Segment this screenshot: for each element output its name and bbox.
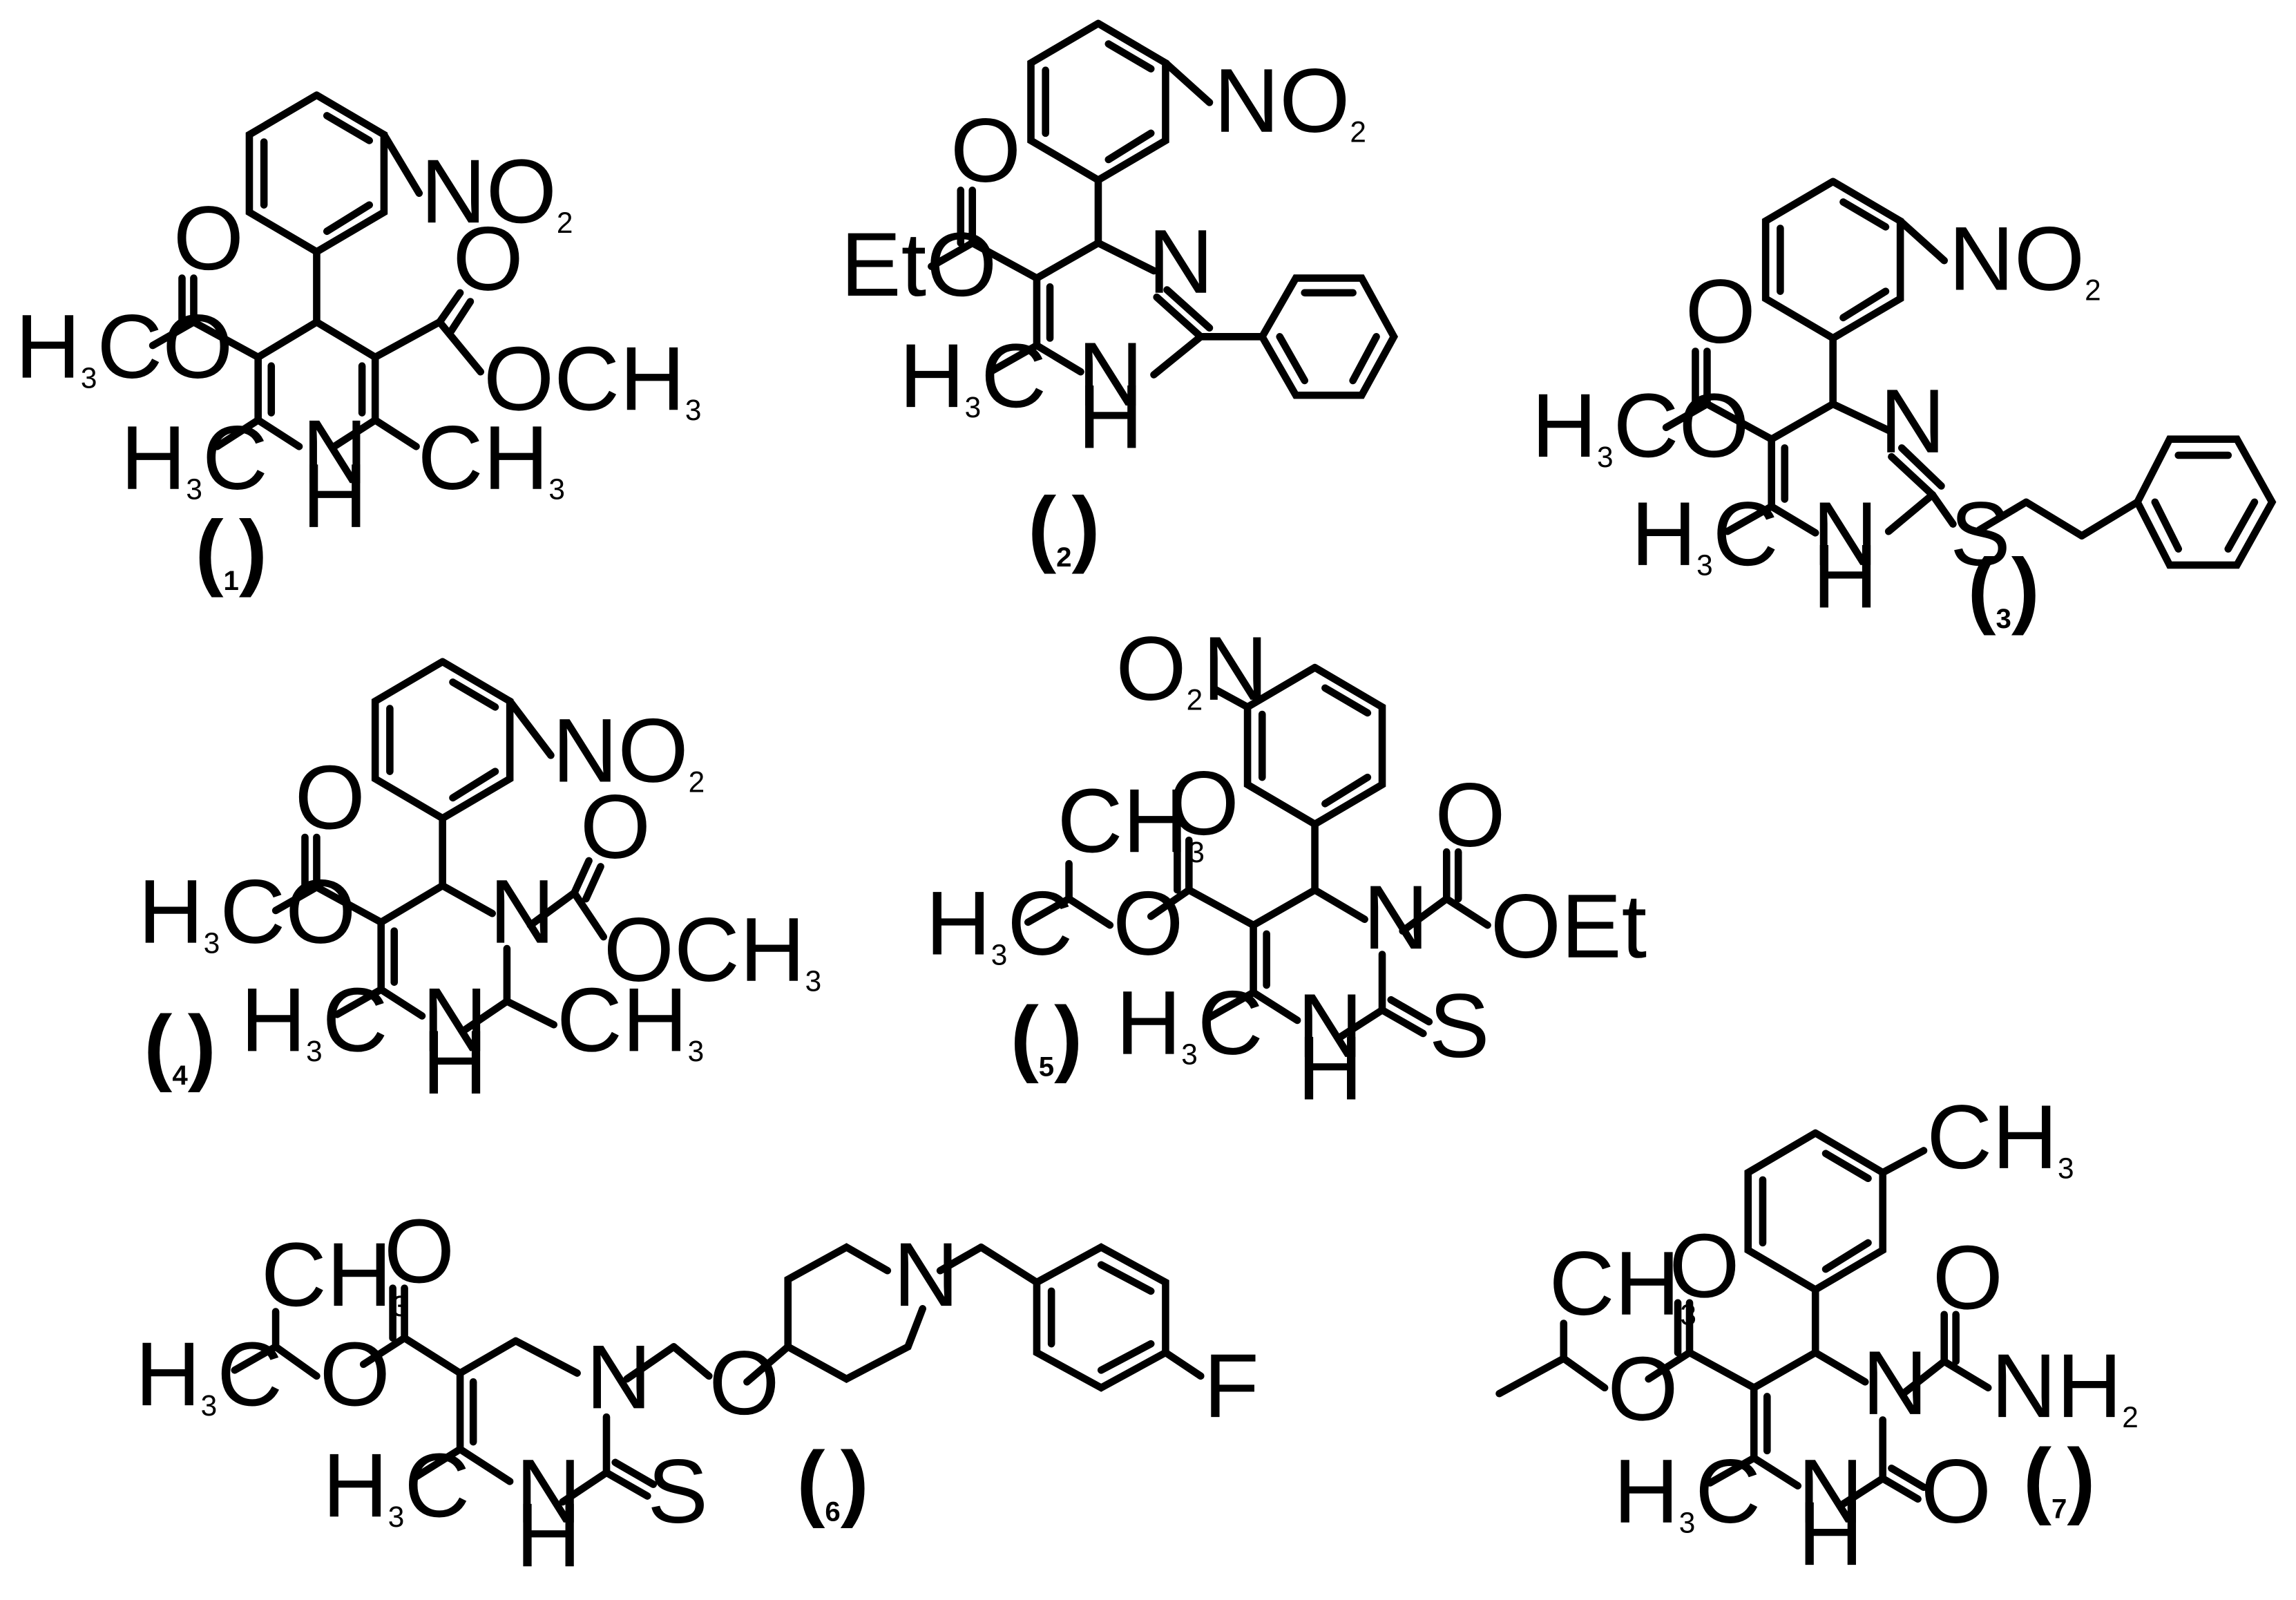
compound-2-methyl: H3C [899,325,1046,426]
compound-2-bonds [928,19,1399,399]
compound-7-amide-nh2: NH2 [1991,1335,2139,1436]
compound-5-label: (5) [1011,990,1082,1085]
compound-7-isopropyl-methyl: CH3 [1549,1232,1696,1334]
compound-2-carbonyl-oxygen: O [950,99,1021,201]
compound-5-ring-nitrogen-1: N [1363,866,1428,968]
compound-5-isopropyl-methyl: CH3 [1058,770,1205,871]
compound-7-ring-nitrogen-3: N [1798,1440,1864,1542]
compound-5-methyl: H3C [1116,972,1263,1074]
compound-4-carbamate-methoxy: OCH3 [604,899,821,1000]
compound-3-ring-nitrogen-1: N [1812,483,1878,584]
compound-1-bonds [149,91,485,450]
compound-6-ring-nitrogen-3: N [516,1440,582,1542]
compound-5-nitro-group: O2N [1116,618,1268,719]
compound-6-label: (6) [796,1435,868,1530]
compound-6-bonds [231,1243,1205,1506]
compound-3-label: (3) [1968,542,2040,636]
compound-2-ring-hydrogen: H [1078,365,1143,467]
compound-7-ester-oxygen: O [1607,1337,1678,1439]
compound-1-carbonyl-oxygen-left: O [173,187,244,289]
compound-4-ring-hydrogen: H [422,1011,488,1113]
compound-1-ring-hydrogen: H [302,445,367,546]
compound-3-methyl: H3C [1631,483,1778,584]
compound-5-bonds [1024,663,1491,1040]
compound-5: O2N CH3 O H3C O N O OEt H3C N H S (5) [926,618,1647,1118]
compound-7-amide-oxygen: O [1933,1226,2003,1328]
compound-4-methyl-left: H3C [240,969,388,1070]
compound-4-label: (4) [144,998,216,1093]
compound-7-bonds [1495,1129,1992,1509]
compound-5-ring-hydrogen: H [1297,1017,1363,1118]
compound-7-ring-nitrogen-1: N [1862,1332,1928,1434]
compound-4-nitro-group: NO2 [553,700,705,801]
compound-4: NO2 O H3CO N O OCH3 H3C CH3 N H (4) [138,658,821,1113]
compound-2-ring-nitrogen-1: N [1078,323,1143,425]
compound-3-sulfur: S [1950,483,2011,584]
compound-5-carbonyl-oxygen: O [1169,752,1239,854]
compound-7-label: (7) [2023,1432,2095,1527]
compound-6: CH3 O H3C O N O N F H3C N H S (6) [135,1200,1259,1585]
compound-6-methyl: H3C [323,1434,470,1536]
compound-6-ether-oxygen: O [709,1332,779,1434]
compound-3-methyl-ester: H3CO [1531,374,1749,476]
compound-6-ester-oxygen: O [320,1323,390,1425]
compound-7-methyl: H3C [1614,1440,1761,1542]
compound-2-label: (2) [1028,480,1100,575]
compound-7-urea-oxygen: O [1921,1440,1991,1542]
compound-6-isopropyl-methyl: CH3 [261,1223,408,1325]
compound-1-methyl-left: H3C [121,407,268,508]
compound-6-carbonyl-oxygen: O [384,1200,455,1302]
compound-7-aryl-methyl: CH3 [1926,1086,2074,1188]
compound-5-ring-nitrogen-3: N [1297,975,1363,1076]
compound-3-carbonyl-oxygen: O [1685,260,1756,362]
compound-4-methyl-ester: H3CO [138,861,356,962]
compound-5-isopropyl: H3C [926,873,1073,974]
compound-1-carbonyl-oxygen-right: O [453,208,524,309]
compound-4-carbonyl-oxygen-left: O [295,746,365,848]
compound-4-carbamate-oxygen: O [580,776,651,877]
compound-3-bonds [1662,178,2277,569]
compound-3-ring-hydrogen: H [1812,525,1878,627]
compound-6-isopropyl: H3C [135,1323,283,1425]
compound-1-nitro-group: NO2 [421,140,573,242]
compound-5-carbamate-oxygen: O [1435,764,1505,866]
compound-6-thione-sulfur: S [647,1440,708,1542]
compound-6-piperidine-nitrogen: N [893,1223,959,1325]
compound-1-methyl-ester-right: OCH3 [484,327,701,429]
compound-1: NO2 O O H3CO OCH3 H3C CH3 N H (1) [15,91,701,598]
compound-6-ring-hydrogen: H [516,1484,582,1585]
compound-2: NO2 O EtO N N H H3C (2) [841,19,1399,575]
compound-3-ring-nitrogen-3: N [1879,370,1945,472]
compound-1-methyl-right: CH3 [418,407,565,508]
compound-1-label: (1) [195,504,267,598]
compound-5-carbamate-ethoxy: OEt [1491,875,1647,977]
compound-4-methyl-right: CH3 [557,969,704,1070]
compound-6-fluorine: F [1204,1335,1259,1436]
compound-4-ring-nitrogen-1: N [489,861,555,962]
compound-5-thione-sulfur: S [1429,975,1490,1076]
compound-3-nitro-group: NO2 [1949,208,2101,309]
compound-3: NO2 O H3CO N N H H3C S (3) [1531,178,2277,636]
compound-4-bonds [271,658,608,1033]
compound-5-ester-oxygen: O [1113,873,1183,974]
compound-1-ring-nitrogen: N [302,401,367,502]
compound-7-carbonyl-oxygen: O [1669,1215,1739,1316]
compound-7-ring-hydrogen: H [1798,1483,1864,1584]
compound-6-ring-nitrogen-1: N [586,1326,651,1427]
compound-1-methyl-ester-left: H3CO [15,296,233,397]
compound-2-ring-nitrogen-3: N [1148,211,1214,312]
compound-2-nitro-group: NO2 [1214,50,1366,151]
compound-4-ring-nitrogen-3: N [422,969,488,1070]
compound-2-ethyl-ester: EtO [841,213,997,315]
compound-7: CH3 CH3 O O N O NH2 H3C N H O (7) [1495,1086,2139,1584]
